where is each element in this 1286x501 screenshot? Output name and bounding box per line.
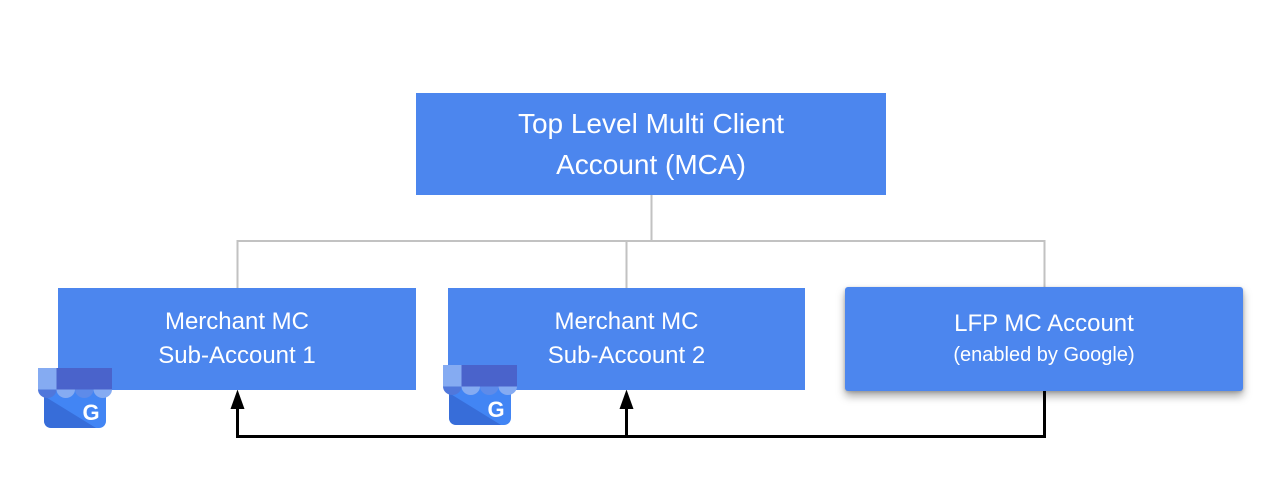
awning-scallop-4 [498, 386, 517, 395]
lfp-feed-arrow-path [236, 391, 1046, 438]
google-business-profile-icon-sub1: G [38, 368, 112, 428]
awning-roof-left [443, 365, 462, 387]
google-business-profile-icon-sub2: G [443, 365, 517, 425]
arrowhead-to-sub1-icon [230, 389, 245, 409]
awning-roof-right [461, 365, 517, 387]
node-merchant-sub-account-1: Merchant MC Sub-Account 1 [58, 288, 416, 390]
awning-scallop-1 [38, 389, 57, 398]
hierarchy-connector-lines [236, 195, 1046, 288]
google-g-letter: G [487, 397, 504, 422]
awning-scallop-2 [56, 389, 75, 398]
node-label-line2: Sub-Account 1 [158, 342, 316, 369]
awning-scallop-4 [93, 389, 112, 398]
awning-roof-right [56, 368, 112, 390]
storefront-shade [449, 393, 501, 425]
awning-scallop-3 [480, 386, 499, 395]
awning-scallop-3 [75, 389, 94, 398]
awning-scallop-1 [443, 386, 462, 395]
node-top-level-mca: Top Level Multi Client Account (MCA) [416, 93, 886, 195]
awning-roof-left [38, 368, 57, 390]
node-label-line2: Sub-Account 2 [547, 342, 706, 369]
node-label-line2: (enabled by Google) [953, 344, 1135, 366]
node-label-line2: Account (MCA) [556, 149, 746, 180]
arrowhead-to-sub2-icon [619, 389, 634, 409]
storefront-shade [44, 396, 96, 428]
node-lfp-mc-account: LFP MC Account (enabled by Google) [845, 287, 1243, 391]
awning-scallop-2 [461, 386, 480, 395]
google-g-letter: G [82, 400, 99, 425]
node-label-line1: Merchant MC [554, 308, 699, 335]
node-label-line1: Top Level Multi Client [517, 108, 785, 139]
node-label-line1: LFP MC Account [954, 310, 1134, 337]
node-label-line1: Merchant MC [164, 308, 310, 335]
